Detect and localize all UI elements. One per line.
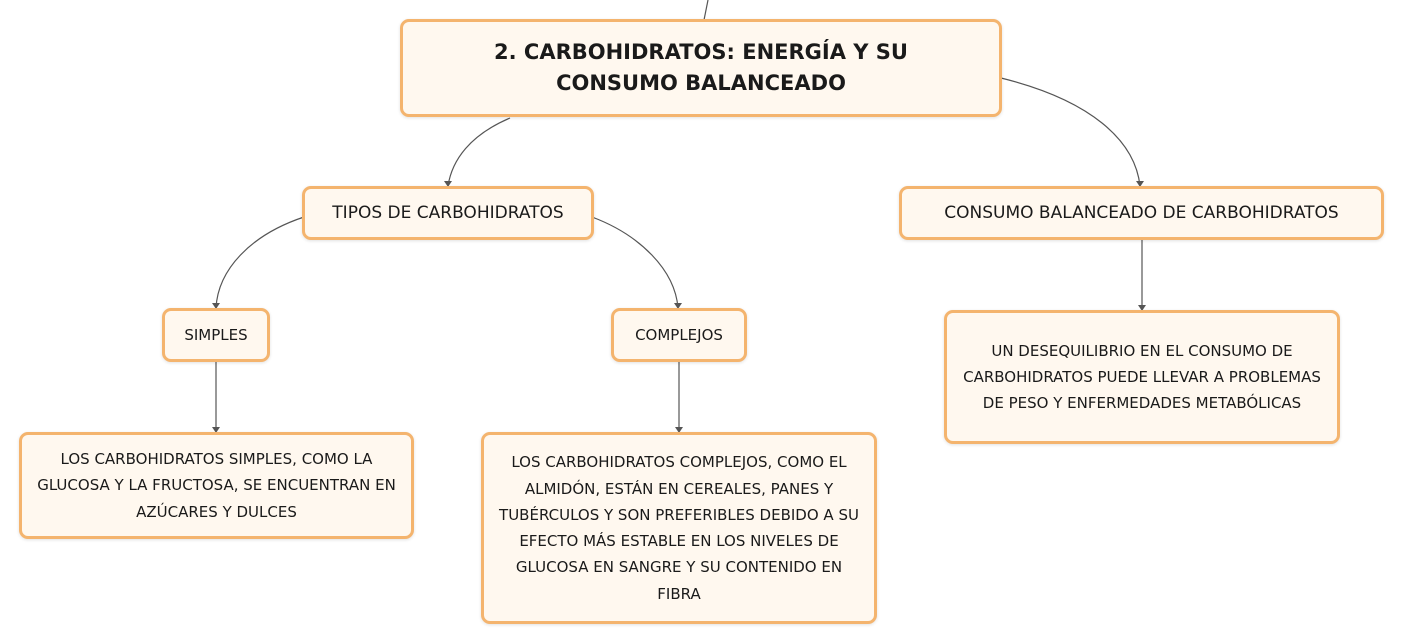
arrowhead-complejos-desc xyxy=(675,427,683,433)
arrowhead-tipos xyxy=(444,181,452,187)
connector-tipos-simples xyxy=(215,216,305,309)
node-simples-label: SIMPLES xyxy=(184,326,248,344)
connector-parent-main xyxy=(703,0,709,21)
node-main-topic[interactable]: 2. CARBOHIDRATOS: ENERGÍA Y SU CONSUMO B… xyxy=(400,19,1002,117)
node-complejos[interactable]: COMPLEJOS xyxy=(611,308,747,362)
connector-tipos-complejos xyxy=(591,216,679,309)
connector-main-consumo xyxy=(1000,77,1141,187)
node-complejos-description-text: LOS CARBOHIDRATOS COMPLEJOS, COMO EL ALM… xyxy=(499,453,859,603)
node-consumo-description[interactable]: UN DESEQUILIBRIO EN EL CONSUMO DE CARBOH… xyxy=(944,310,1340,444)
connector-main-tipos xyxy=(447,117,511,187)
arrowhead-simples-desc xyxy=(212,427,220,433)
node-consumo-label: CONSUMO BALANCEADO DE CARBOHIDRATOS xyxy=(944,203,1339,223)
node-complejos-description[interactable]: LOS CARBOHIDRATOS COMPLEJOS, COMO EL ALM… xyxy=(481,432,877,624)
node-tipos-de-carbohidratos[interactable]: TIPOS DE CARBOHIDRATOS xyxy=(302,186,594,240)
node-main-topic-label: 2. CARBOHIDRATOS: ENERGÍA Y SU CONSUMO B… xyxy=(494,39,908,96)
node-complejos-label: COMPLEJOS xyxy=(635,326,723,344)
arrowhead-consumo xyxy=(1136,181,1144,187)
node-simples-description-text: LOS CARBOHIDRATOS SIMPLES, COMO LA GLUCO… xyxy=(37,450,396,521)
arrowhead-consumo-desc xyxy=(1138,305,1146,311)
node-simples[interactable]: SIMPLES xyxy=(162,308,270,362)
node-simples-description[interactable]: LOS CARBOHIDRATOS SIMPLES, COMO LA GLUCO… xyxy=(19,432,414,539)
node-tipos-label: TIPOS DE CARBOHIDRATOS xyxy=(332,203,564,223)
node-consumo-description-text: UN DESEQUILIBRIO EN EL CONSUMO DE CARBOH… xyxy=(963,341,1321,413)
arrowhead-simples xyxy=(212,303,220,309)
node-consumo-balanceado[interactable]: CONSUMO BALANCEADO DE CARBOHIDRATOS xyxy=(899,186,1384,240)
arrowhead-complejos xyxy=(674,303,682,309)
